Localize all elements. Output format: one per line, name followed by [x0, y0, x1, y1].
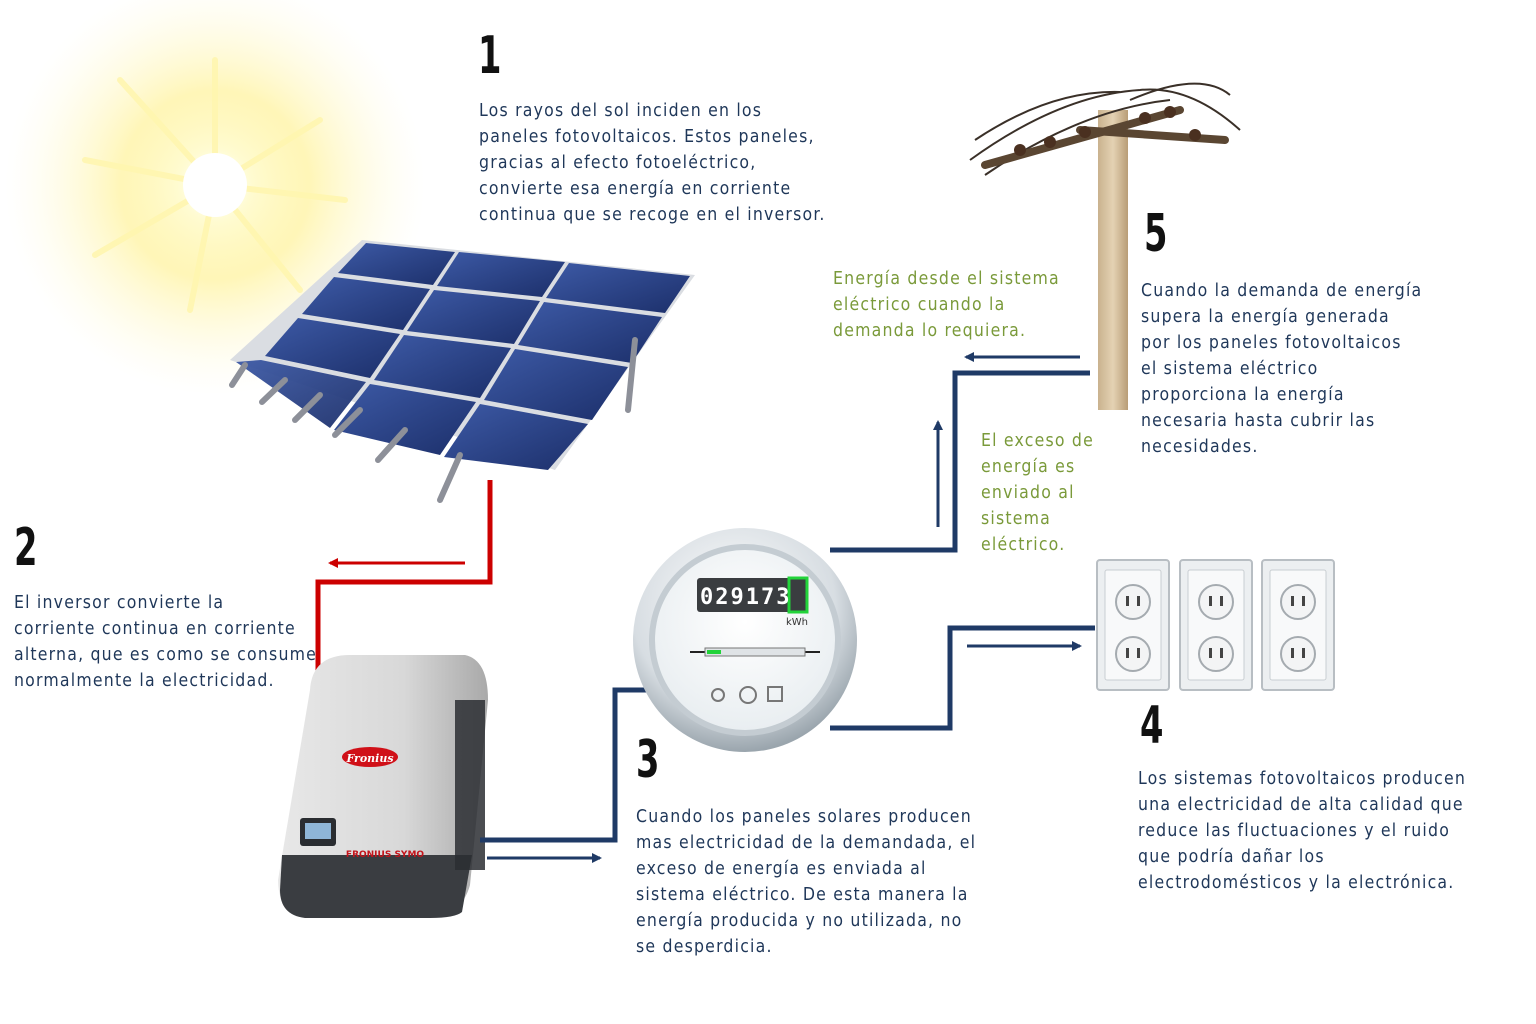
- power-outlets: [1096, 559, 1335, 691]
- step-1-text: Los rayos del sol inciden en los paneles…: [479, 101, 826, 225]
- inverter-brand: Fronius: [345, 752, 393, 765]
- solar-panels: [229, 240, 695, 503]
- step-3-text: Cuando los paneles solares producen mas …: [636, 807, 977, 957]
- meter-unit: kWh: [786, 617, 808, 628]
- step-5-text: Cuando la demanda de energía supera la e…: [1141, 281, 1423, 457]
- step-4-text: Los sistemas fotovoltaicos producen una …: [1138, 769, 1467, 893]
- step-5-number: 5: [1144, 204, 1168, 264]
- meter-reading: 029173: [700, 585, 791, 610]
- step-4-number: 4: [1140, 696, 1164, 756]
- step-2-number: 2: [14, 518, 38, 578]
- electric-meter: [633, 528, 857, 752]
- flow-arrows: [487, 352, 1082, 863]
- step-1-number: 1: [478, 26, 502, 86]
- outlet-3: [1261, 559, 1335, 691]
- label-energy-from-grid: Energía desde el sistema eléctrico cuand…: [833, 269, 1060, 341]
- utility-pole: [969, 82, 1241, 420]
- outlet-1: [1096, 559, 1170, 691]
- ac-lines: [480, 370, 1095, 843]
- inverter: [278, 655, 488, 918]
- outlet-2: [1179, 559, 1253, 691]
- step-3-number: 3: [636, 730, 660, 790]
- step-2-text: El inversor convierte la corriente conti…: [14, 593, 318, 691]
- label-excess-to-grid: El exceso de energía es enviado al siste…: [981, 431, 1094, 555]
- dc-line: [315, 480, 493, 692]
- inverter-model: FRONIUS SYMO: [346, 850, 424, 860]
